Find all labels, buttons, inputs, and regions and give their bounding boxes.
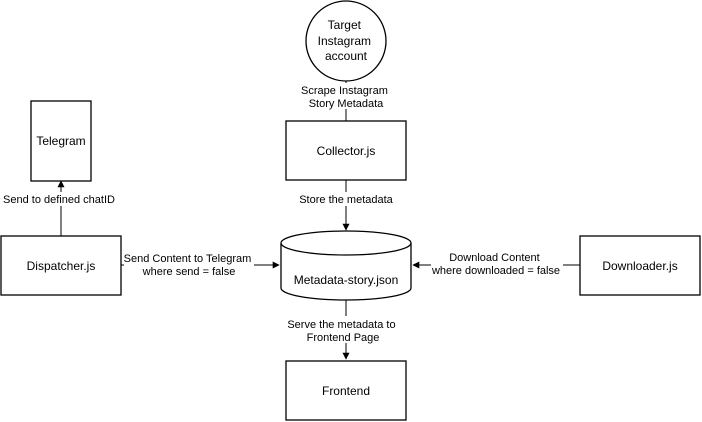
svg-text:Send to defined chatID: Send to defined chatID <box>3 194 115 206</box>
metadata-store-label: Metadata-story.json <box>294 273 399 287</box>
frontend-label: Frontend <box>322 384 370 398</box>
metadata-store-node: Metadata-story.json <box>280 230 412 301</box>
dispatcher-label: Dispatcher.js <box>27 259 96 273</box>
telegram-label: Telegram <box>36 134 85 148</box>
svg-text:Scrape Instagram Story M: Scrape Instagram Story Metadata <box>301 85 391 110</box>
svg-text:Send Content to Telegram: Send Content to Telegram where send = fa… <box>124 253 255 278</box>
svg-text:Download Content where d: Download Content where downloaded = fals… <box>431 252 560 277</box>
target-instagram-label: Target Instagram account <box>318 18 375 63</box>
collector-node: Collector.js <box>285 120 407 181</box>
frontend-node: Frontend <box>285 360 407 421</box>
edge-label-store: Store the metadata <box>294 192 398 206</box>
svg-text:Serve the metadata to Fr: Serve the metadata to Frontend Page <box>287 319 398 344</box>
edge-label-download-content: Download Content where downloaded = fals… <box>431 252 563 278</box>
telegram-node: Telegram <box>30 100 92 182</box>
target-instagram-node: Target Instagram account <box>305 0 387 82</box>
downloader-label: Downloader.js <box>602 259 677 273</box>
svg-text:Store the metadata: Store the metadata <box>299 194 393 206</box>
dispatcher-node: Dispatcher.js <box>0 235 122 296</box>
collector-label: Collector.js <box>317 144 376 158</box>
edge-label-scrape: Scrape Instagram Story Metadata <box>298 83 394 110</box>
edge-label-send-content: Send Content to Telegram where send = fa… <box>124 252 255 278</box>
edge-label-serve: Serve the metadata to Frontend Page <box>285 316 407 344</box>
downloader-node: Downloader.js <box>579 235 701 296</box>
edge-label-send-chat: Send to defined chatID <box>2 192 120 206</box>
